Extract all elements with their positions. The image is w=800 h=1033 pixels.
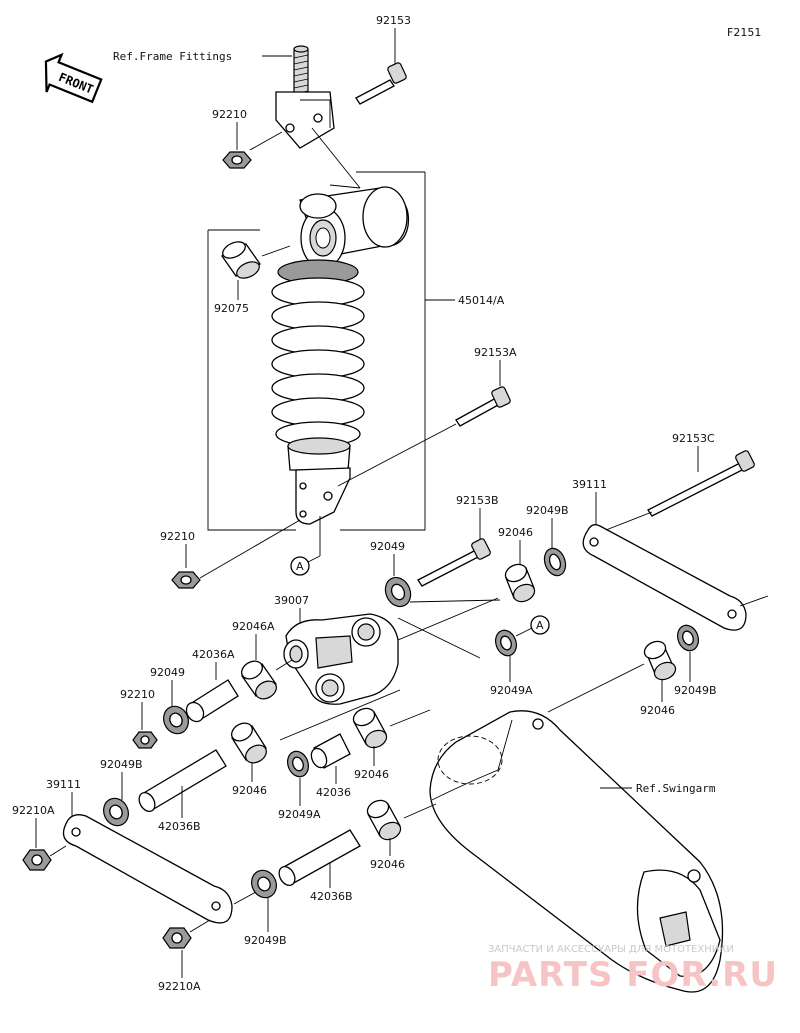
label-92210-mid: 92210 bbox=[160, 530, 195, 543]
rocker-arm-39007 bbox=[283, 613, 399, 705]
frame-fitting-bracket bbox=[275, 45, 335, 149]
label-92046-c1: 92046 bbox=[232, 784, 267, 797]
washer-92049B-left bbox=[103, 797, 129, 827]
collar-42036B-lower bbox=[278, 829, 361, 886]
label-45014A: 45014/A bbox=[458, 294, 505, 307]
bearing-92046-right bbox=[643, 640, 677, 681]
label-92075: 92075 bbox=[214, 302, 249, 315]
tie-rod-39111-left bbox=[62, 814, 233, 924]
callout-a-label: A bbox=[296, 560, 304, 573]
label-92046-c2: 92046 bbox=[354, 768, 389, 781]
washer-92049A-right bbox=[495, 629, 517, 657]
front-arrow-icon bbox=[44, 52, 103, 104]
label-92153: 92153 bbox=[376, 14, 411, 27]
bolt-92153A bbox=[455, 386, 511, 427]
label-92049-left: 92049 bbox=[150, 666, 185, 679]
label-42036: 42036 bbox=[316, 786, 351, 799]
label-39007: 39007 bbox=[274, 594, 309, 607]
label-92210A-bottom: 92210A bbox=[158, 980, 201, 993]
nut-92210A-bottom bbox=[162, 927, 192, 949]
swingarm-reference bbox=[429, 710, 724, 993]
label-92210-left: 92210 bbox=[120, 688, 155, 701]
callout-a-marker-right bbox=[530, 615, 550, 635]
label-42036B-lower: 42036B bbox=[310, 890, 353, 903]
bearing-92046-c1 bbox=[231, 722, 267, 764]
label-92210-top: 92210 bbox=[212, 108, 247, 121]
bolt-92153 bbox=[355, 62, 407, 105]
label-92046-top: 92046 bbox=[498, 526, 533, 539]
label-92046-right: 92046 bbox=[640, 704, 675, 717]
nut-92210-top bbox=[222, 151, 252, 169]
label-92049A-right: 92049A bbox=[490, 684, 533, 697]
washer-92049-left bbox=[163, 705, 189, 735]
label-39111-right: 39111 bbox=[572, 478, 607, 491]
ref-frame-fittings-label: Ref.Frame Fittings bbox=[113, 50, 232, 63]
label-92049B-top: 92049B bbox=[526, 504, 569, 517]
watermark-subtitle: ЗАПЧАСТИ И АКСЕССУАРЫ ДЛЯ МОТОТЕХНИКИ bbox=[488, 944, 734, 955]
collar-42036A bbox=[185, 679, 239, 723]
collar-92075 bbox=[221, 241, 261, 279]
collar-42036 bbox=[310, 733, 351, 769]
label-92049A-center: 92049A bbox=[278, 808, 321, 821]
collar-42036B-upper bbox=[138, 749, 227, 812]
label-92049B-bottom: 92049B bbox=[244, 934, 287, 947]
washer-92049A-center bbox=[287, 750, 309, 778]
bearing-92046-low bbox=[366, 799, 402, 841]
tie-rod-39111-right bbox=[582, 524, 747, 631]
label-92049B-left: 92049B bbox=[100, 758, 143, 771]
rear-shock-absorber bbox=[271, 186, 410, 525]
label-92049-top: 92049 bbox=[370, 540, 405, 553]
callout-a-label-right: A bbox=[536, 619, 544, 632]
bearing-92046A bbox=[241, 660, 277, 700]
label-42036A: 42036A bbox=[192, 648, 235, 661]
front-direction-marker: FRONT bbox=[44, 52, 103, 104]
label-92210A-left: 92210A bbox=[12, 804, 55, 817]
label-42036B-upper: 42036B bbox=[158, 820, 201, 833]
label-39111-left: 39111 bbox=[46, 778, 81, 791]
bolt-92153C bbox=[647, 450, 755, 517]
callout-a-marker bbox=[290, 556, 310, 576]
bearing-92046-c2 bbox=[352, 707, 388, 749]
label-92046-low: 92046 bbox=[370, 858, 405, 871]
washer-92049B-right bbox=[677, 624, 699, 652]
watermark-logo: PARTS FOR.RU bbox=[488, 955, 778, 995]
label-92153A: 92153A bbox=[474, 346, 517, 359]
nut-92210A-left bbox=[22, 849, 52, 871]
figure-code: F2151 bbox=[727, 26, 761, 39]
washer-92049-top bbox=[384, 576, 412, 608]
label-92049B-right: 92049B bbox=[674, 684, 717, 697]
label-92153C: 92153C bbox=[672, 432, 715, 445]
washer-92049B-top bbox=[543, 547, 567, 577]
label-92153B: 92153B bbox=[456, 494, 499, 507]
bearing-92046-top bbox=[504, 563, 536, 603]
label-92046A: 92046A bbox=[232, 620, 275, 633]
washer-92049B-bottom bbox=[251, 869, 277, 899]
nut-92210-mid bbox=[171, 571, 201, 589]
bolt-92153B bbox=[417, 538, 491, 587]
ref-swingarm-label: Ref.Swingarm bbox=[636, 782, 716, 795]
nut-92210-left bbox=[132, 731, 158, 749]
